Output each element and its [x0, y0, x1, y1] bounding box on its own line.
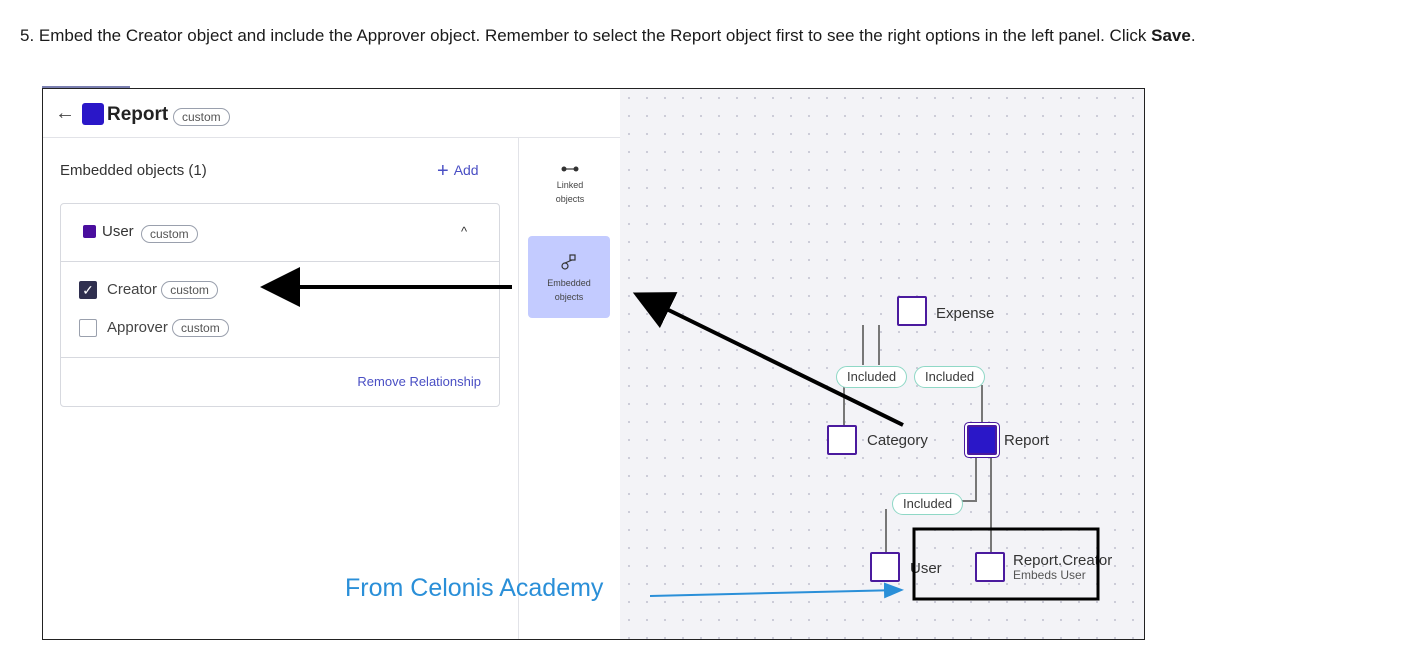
node-expense[interactable] — [897, 296, 927, 326]
edge-expense-right — [878, 325, 880, 365]
node-label-category: Category — [867, 432, 928, 449]
plus-icon: + — [437, 160, 449, 182]
object-header: ← Report custom — [43, 89, 620, 138]
watermark-text: From Celonis Academy — [345, 574, 604, 602]
schema-canvas[interactable]: Expense Included Included Category Repor… — [620, 89, 1144, 639]
arrow-watermark — [649, 582, 904, 599]
highlight-box-report-creator — [912, 527, 1100, 601]
custom-badge: custom — [172, 319, 229, 337]
chevron-up-icon[interactable]: ^ — [461, 224, 468, 239]
node-label-report: Report — [1004, 432, 1050, 449]
edge-label-included: Included — [892, 493, 964, 515]
embedded-objects-panel: Embedded objects (1) +Add User custom ^ … — [43, 138, 519, 639]
embedded-group-card: User custom ^ ✓ Creator custom Approver … — [60, 203, 500, 407]
edge-category — [843, 385, 845, 425]
report-color-swatch — [82, 103, 104, 125]
node-label-report-creator: Report.Creator — [1013, 552, 1113, 569]
arrow-to-embedded-button — [632, 292, 904, 427]
option-label: Approver — [107, 319, 168, 336]
edge-label-included: Included — [914, 366, 986, 388]
back-arrow-icon[interactable]: ← — [55, 102, 75, 124]
page-title: Report — [107, 104, 169, 125]
linked-objects-icon — [561, 166, 579, 172]
instruction-save-word: Save — [1151, 26, 1191, 45]
instruction-text: 5. Embed the Creator object and include … — [20, 26, 1196, 45]
node-report[interactable] — [967, 425, 997, 455]
group-header-user[interactable]: User custom ^ — [61, 204, 499, 262]
user-color-swatch — [83, 225, 96, 238]
creator-checkbox[interactable]: ✓ — [79, 281, 97, 299]
group-name: User — [102, 223, 134, 240]
embedded-objects-icon — [561, 254, 576, 270]
embedded-objects-title: Embedded objects (1) — [60, 162, 207, 179]
node-label-expense: Expense — [936, 305, 995, 322]
edge-report-creator — [990, 452, 992, 552]
node-report-creator[interactable] — [975, 552, 1005, 582]
edge-report-user-h — [961, 500, 977, 502]
node-user[interactable] — [870, 552, 900, 582]
custom-badge: custom — [161, 281, 218, 299]
approver-checkbox[interactable] — [79, 319, 97, 337]
edge-report-user — [975, 452, 977, 502]
custom-badge: custom — [173, 108, 230, 126]
custom-badge: custom — [141, 225, 198, 243]
node-sublabel-embeds-user: Embeds User — [1013, 568, 1086, 582]
app-frame: ← Report custom Embedded objects (1) +Ad… — [42, 88, 1145, 640]
node-label-user: User — [910, 560, 942, 577]
card-footer: Remove Relationship — [61, 357, 499, 406]
edge-expense-left — [862, 325, 864, 365]
add-button[interactable]: +Add — [437, 160, 479, 182]
edge-user — [885, 509, 887, 553]
frame-top-accent — [42, 86, 130, 89]
edge-label-included: Included — [836, 366, 908, 388]
node-category[interactable] — [827, 425, 857, 455]
edge-report — [981, 385, 983, 423]
option-label: Creator — [107, 281, 158, 298]
remove-relationship-link[interactable]: Remove Relationship — [357, 374, 481, 389]
